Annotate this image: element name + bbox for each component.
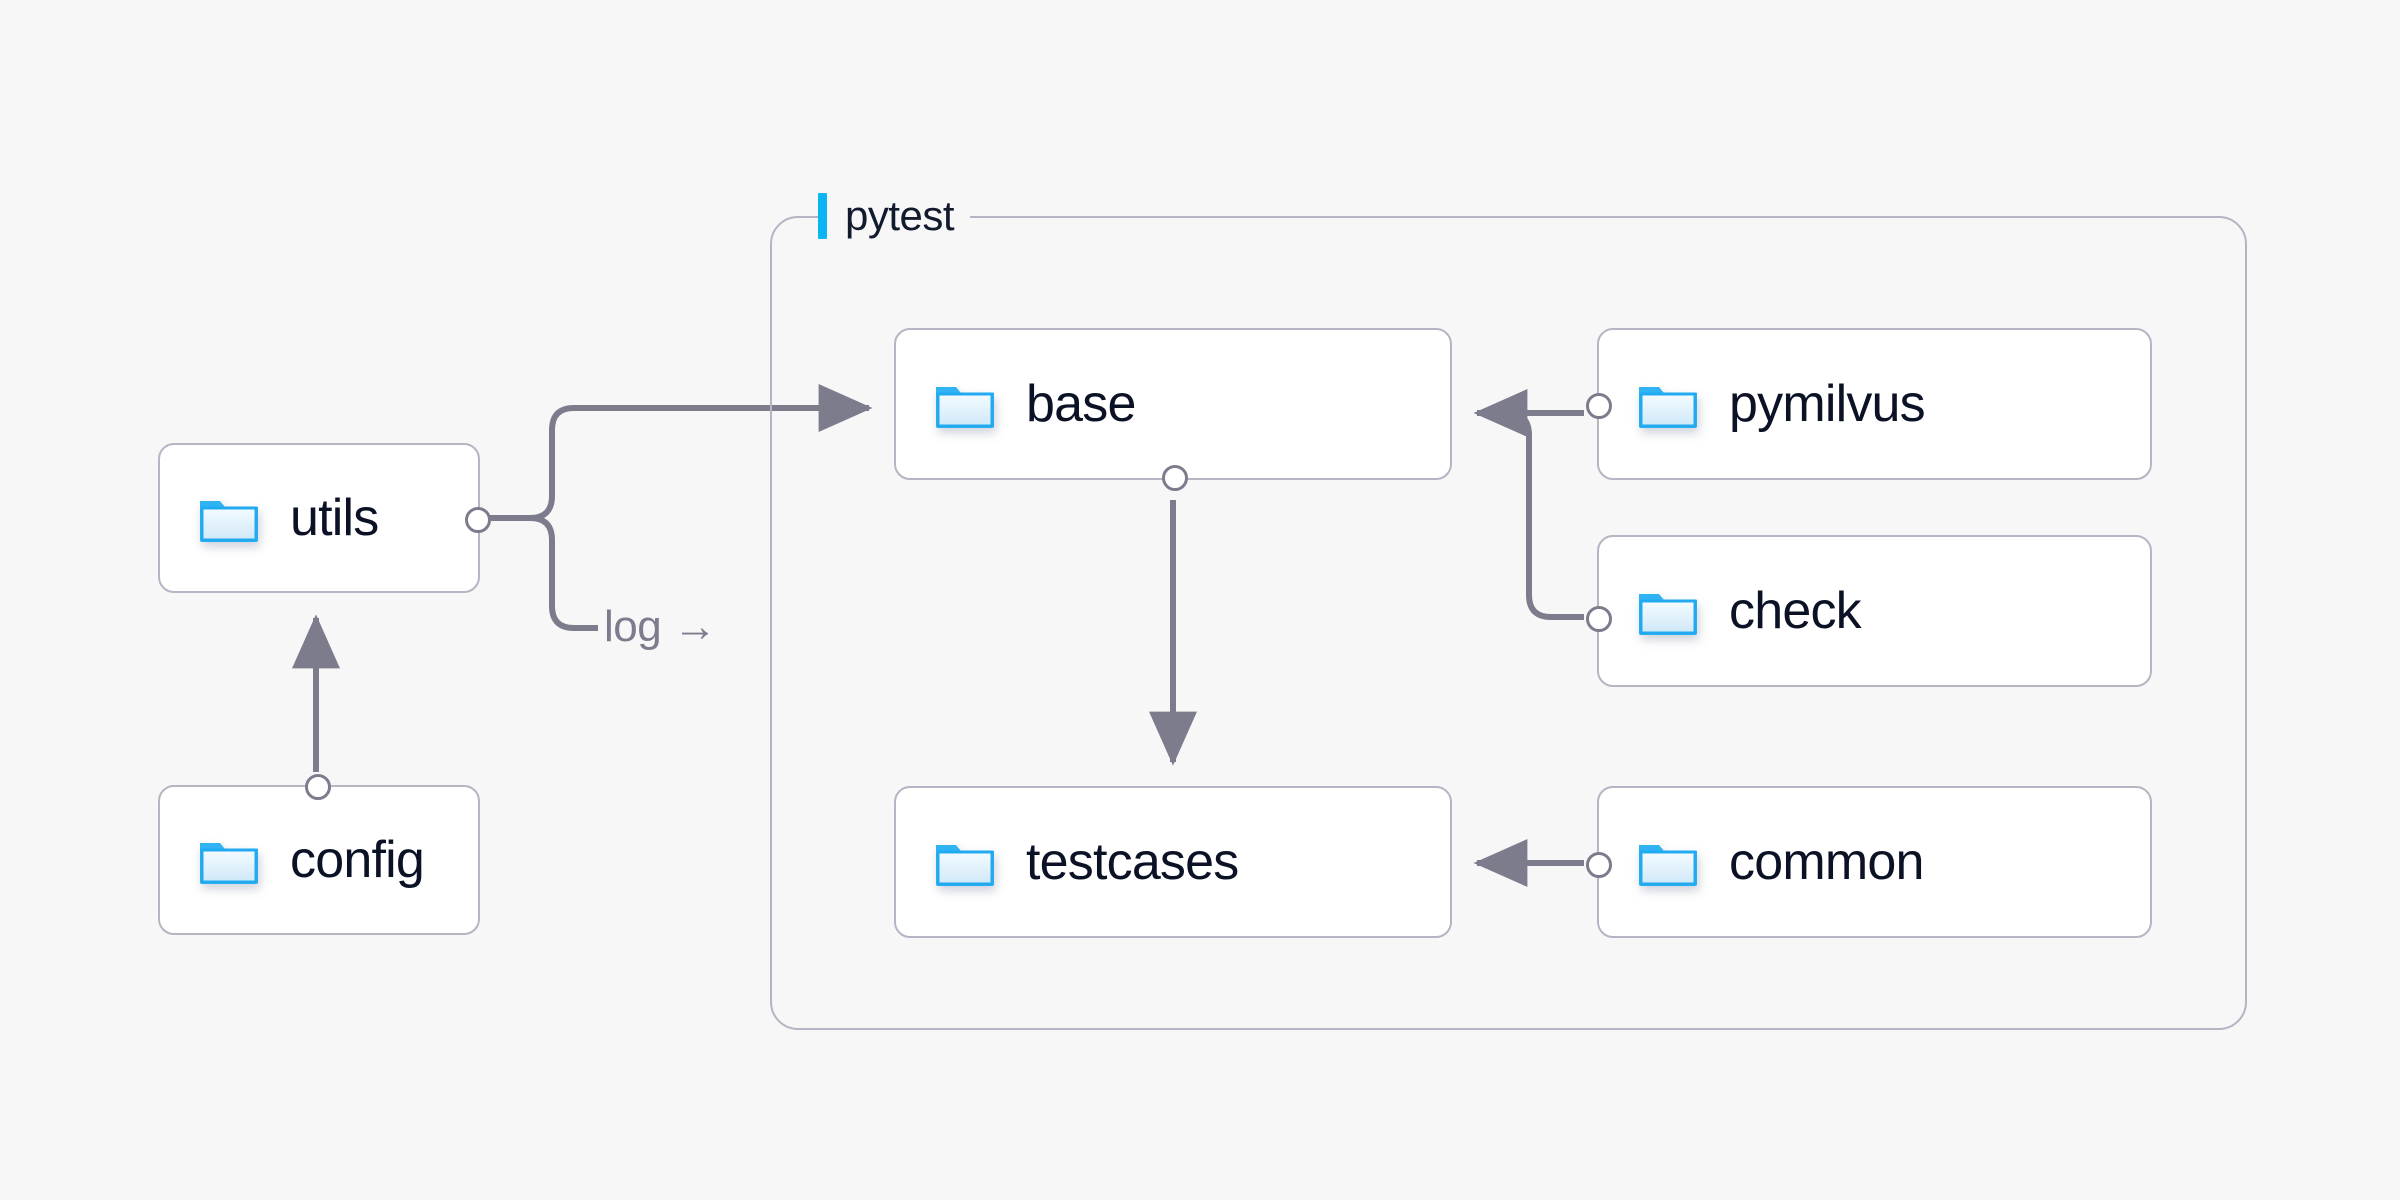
port-utils-right[interactable] [465,507,491,533]
folder-icon [1637,836,1699,888]
folder-icon [934,836,996,888]
node-label: testcases [1026,833,1239,891]
node-label: pymilvus [1729,375,1926,433]
port-pymilvus-left[interactable] [1586,393,1612,419]
node-label: common [1729,833,1924,891]
group-label-pytest[interactable]: pytest [818,190,971,242]
node-pymilvus[interactable]: pymilvus [1586,328,2152,480]
node-utils[interactable]: utils [158,443,491,593]
edge-utils-log [490,515,598,631]
port-check-left[interactable] [1586,606,1612,632]
node-label: check [1729,582,1862,640]
group-label-text: pytest [845,192,955,239]
folder-icon [198,834,260,886]
port-base-bottom[interactable] [1162,465,1188,491]
arrow-right-icon: → [672,602,717,651]
folder-icon [198,492,260,544]
node-check[interactable]: check [1586,535,2152,687]
port-config-top[interactable] [305,774,331,800]
node-label: base [1026,375,1136,433]
folder-icon [1637,378,1699,430]
folder-icon [934,378,996,430]
edge-label-log-text: log [604,602,662,651]
group-container-pytest[interactable] [770,216,2247,1030]
node-testcases[interactable]: testcases [894,786,1452,938]
folder-icon [1637,585,1699,637]
node-config[interactable]: config [158,774,480,935]
node-common[interactable]: common [1586,786,2152,938]
node-label: config [290,831,425,889]
group-accent-bar [818,193,827,239]
node-label: utils [290,489,379,547]
port-common-left[interactable] [1586,852,1612,878]
edge-label-log: log → [604,602,717,651]
node-base[interactable]: base [894,328,1452,491]
